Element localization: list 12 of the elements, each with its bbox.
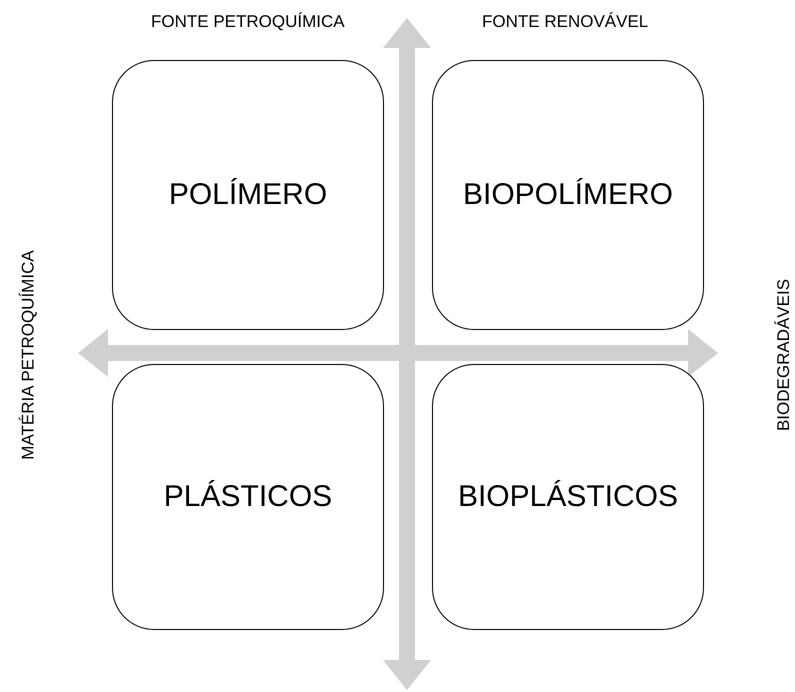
quadrant-box [112, 364, 384, 630]
quadrant-title: PLÁSTICOS [164, 480, 332, 514]
quadrant-title: BIOPLÁSTICOS [458, 480, 678, 514]
axis-label: MATÉRIA PETROQUÍMICA [18, 250, 38, 460]
quadrant-title: BIOPOLÍMERO [462, 178, 674, 212]
quadrant-box [432, 60, 704, 330]
quadrant-box [432, 364, 704, 630]
quadrant-title: POLÍMERO [168, 178, 328, 212]
quadrant-box [112, 60, 384, 330]
axis-label: BIODEGRADÁVEIS [774, 278, 794, 432]
axis-label: FONTE RENOVÁVEL [482, 12, 648, 32]
axis-label: FONTE PETROQUÍMICA [151, 12, 345, 32]
